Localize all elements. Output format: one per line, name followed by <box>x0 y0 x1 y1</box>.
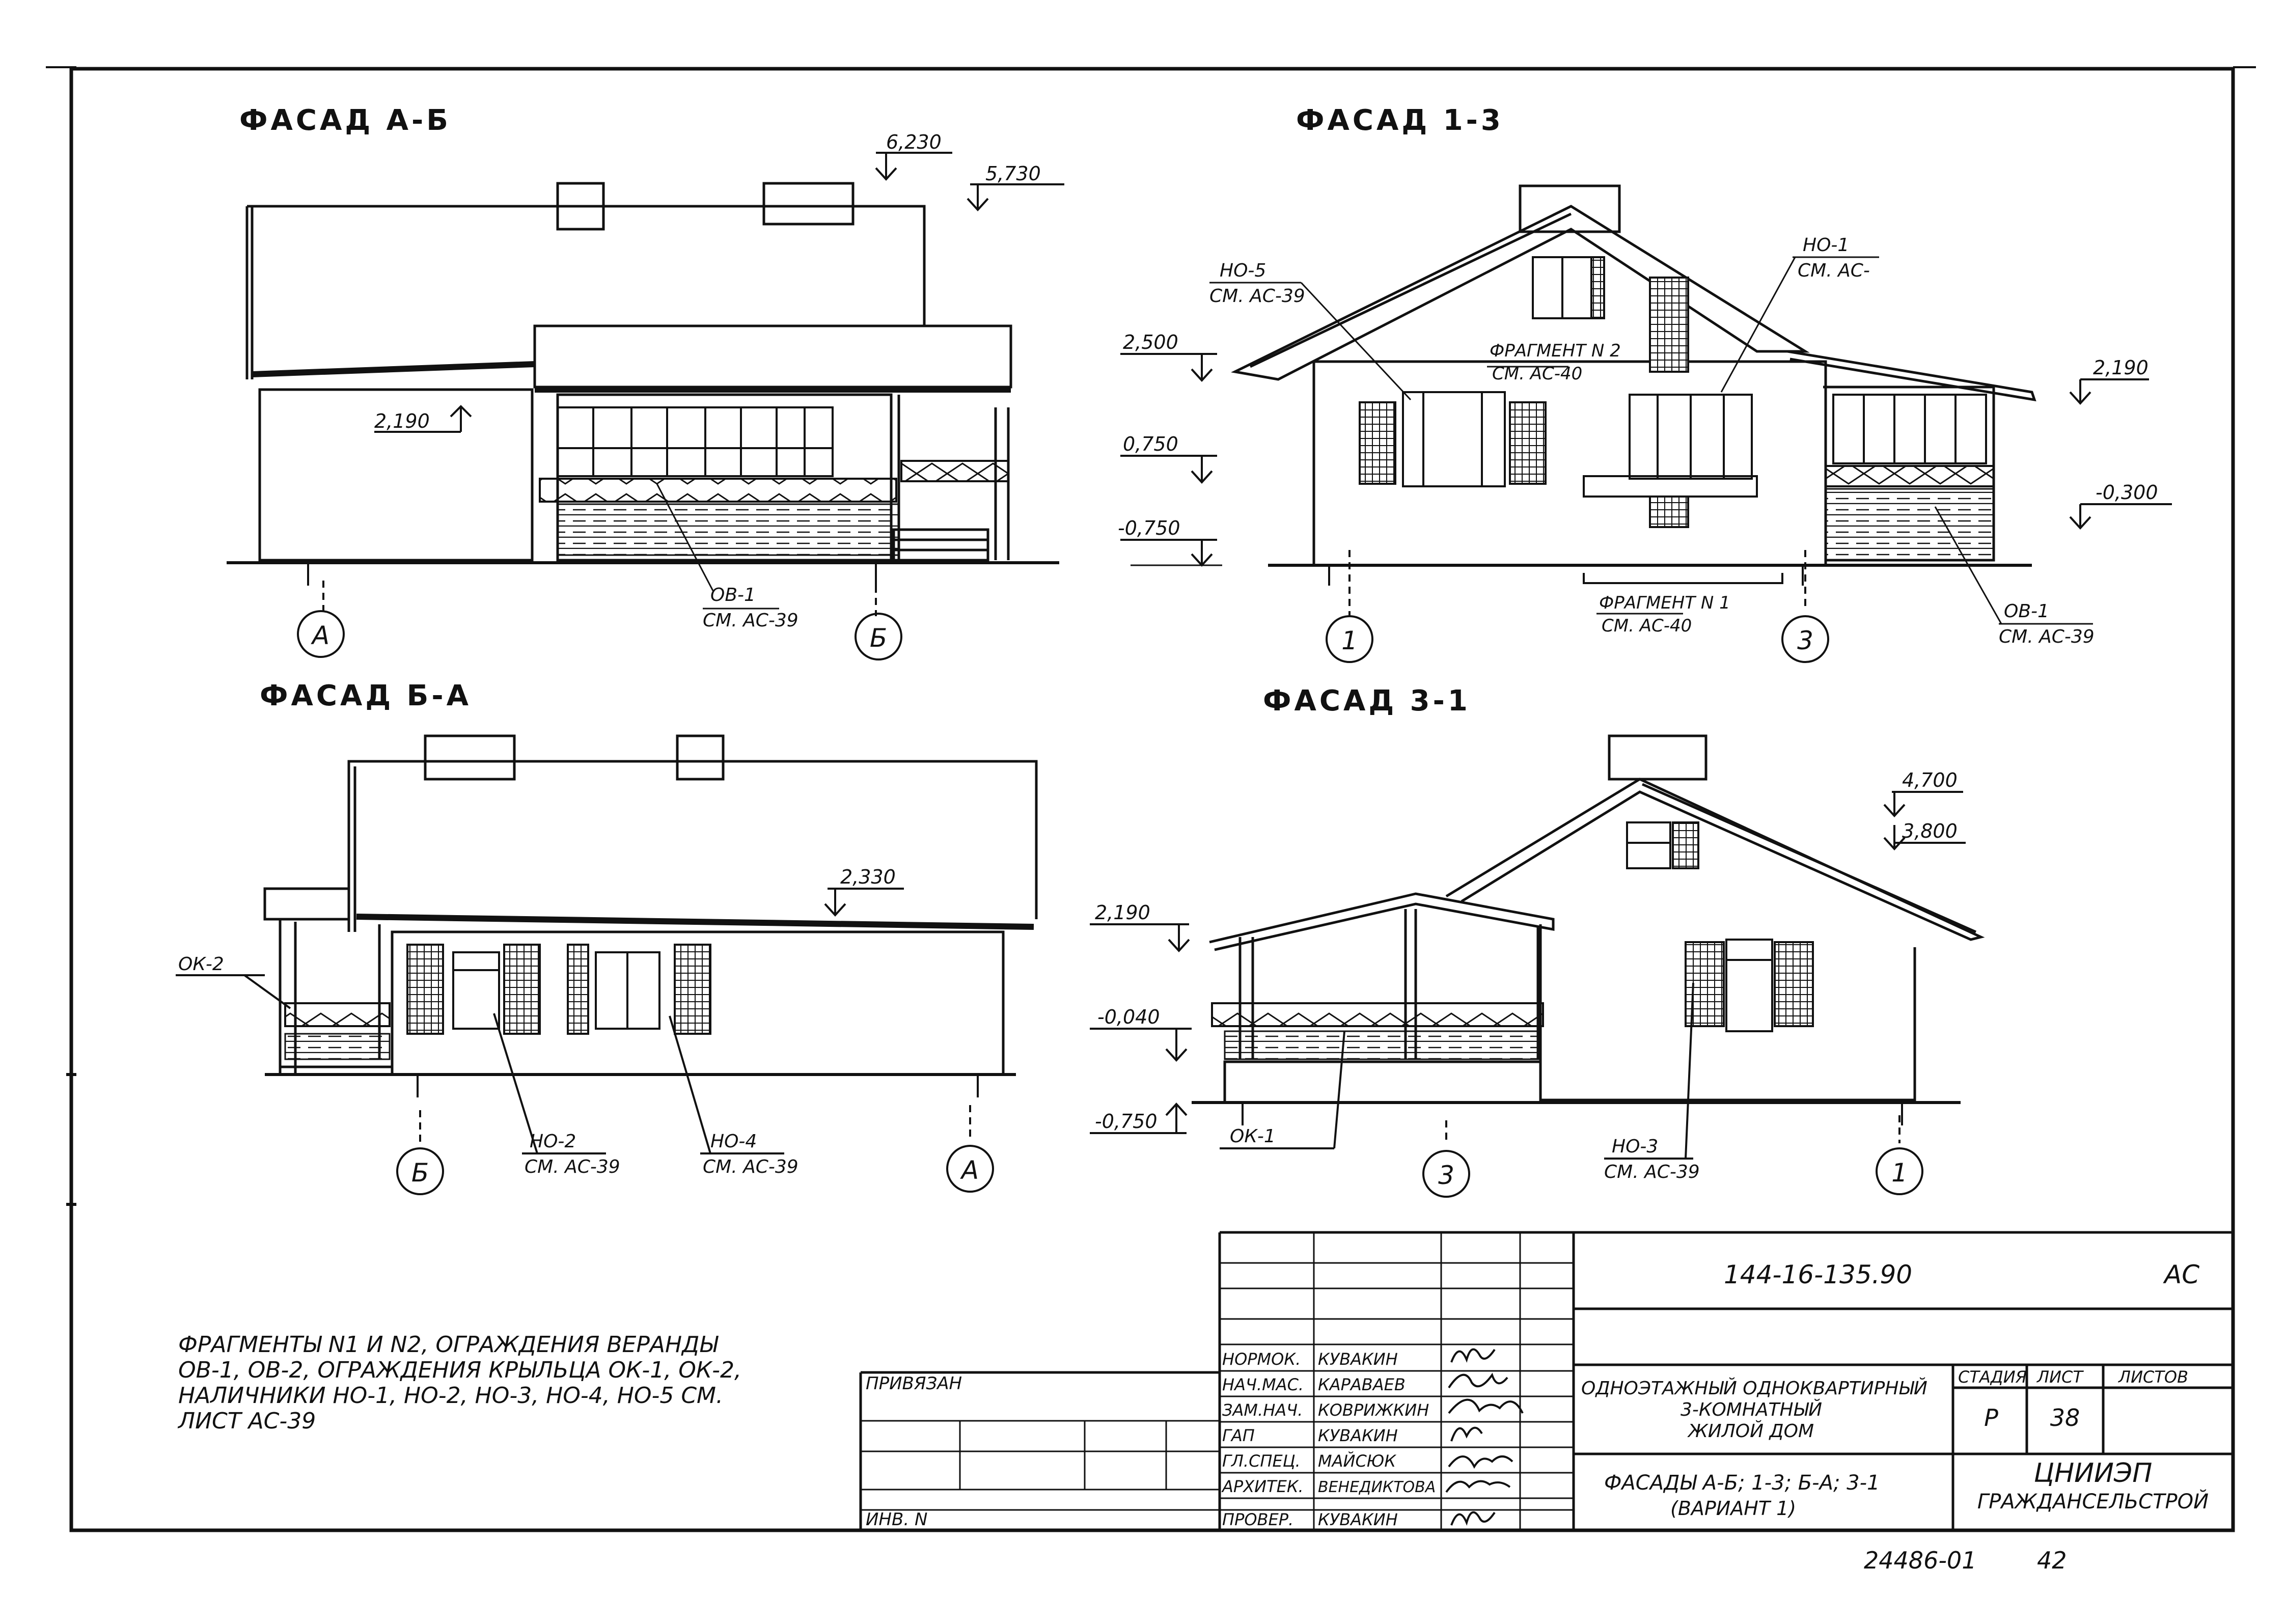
stage-header: СТАДИЯ <box>1958 1367 2027 1387</box>
callout-label: СМ. АС- <box>1798 260 1870 281</box>
level-mark: 2,500 <box>1123 331 1178 353</box>
footer: 24486-01 42 <box>1864 1547 2067 1574</box>
level-mark: -0,300 <box>2096 481 2158 504</box>
page-number: 42 <box>2037 1547 2067 1574</box>
axis-label: Б <box>411 1158 429 1188</box>
surname: КУВАКИН <box>1318 1350 1398 1369</box>
axis-label: 3 <box>1438 1161 1454 1190</box>
project-line: ЖИЛОЙ ДОМ <box>1687 1420 1814 1442</box>
note-line: ОВ-1, ОВ-2, ОГРАЖДЕНИЯ КРЫЛЬЦА ОК-1, ОК-… <box>178 1357 741 1383</box>
sheet-value: 38 <box>2050 1404 2080 1432</box>
drawing-mark: АС <box>2163 1260 2199 1289</box>
project-line: 3-КОМНАТНЫЙ <box>1681 1399 1822 1420</box>
facade-3-1: ФАСАД 3-1 <box>1090 684 1985 1198</box>
sheet-title: ФАСАДЫ А-Б; 1-3; Б-А; 3-1 <box>1604 1471 1880 1495</box>
callout-label: НО-3 <box>1612 1136 1658 1157</box>
callout-label: ОВ-1 <box>2004 601 2049 622</box>
level-mark: 2,190 <box>1095 901 1150 924</box>
view-title: ФАСАД 1-3 <box>1296 104 1504 137</box>
view-title: ФАСАД А-Б <box>239 104 451 137</box>
level-mark: 2,190 <box>2093 356 2149 379</box>
level-mark: 3,800 <box>1902 820 1958 842</box>
sheets-header: ЛИСТОВ <box>2118 1367 2188 1387</box>
level-mark: 4,700 <box>1902 769 1958 791</box>
handwritten-signatures <box>1445 1348 1524 1526</box>
sheet-header: ЛИСТ <box>2036 1367 2084 1387</box>
level-mark: 5,730 <box>985 162 1041 185</box>
facade-b-a: ФАСАД Б-А <box>176 679 1038 1195</box>
callout-label: ФРАГМЕНТ N 2 <box>1490 341 1621 361</box>
inventory-number-label: ИНВ. N <box>866 1509 927 1530</box>
surname: КАРАВАЕВ <box>1318 1375 1406 1394</box>
role: АРХИТЕК. <box>1221 1477 1304 1496</box>
callout-label: СМ. АС-39 <box>1999 626 2095 647</box>
callout-label: СМ. АС-39 <box>1209 286 1305 307</box>
axis-label: 3 <box>1797 626 1813 655</box>
callout-label: СМ. АС-39 <box>525 1157 620 1177</box>
note-line: ЛИСТ АС-39 <box>177 1408 316 1434</box>
level-mark: 2,330 <box>840 866 896 888</box>
callout-label: СМ. АС-40 <box>1602 616 1692 636</box>
surname: ВЕНЕДИКТОВА <box>1318 1478 1436 1496</box>
title-block: ПРИВЯЗАН ИНВ. N НОРМОК. НАЧ.МАС. ЗАМ.НАЧ… <box>859 1231 2233 1530</box>
drawing-code: 144-16-135.90 <box>1724 1260 1912 1289</box>
general-note: ФРАГМЕНТЫ N1 И N2, ОГРАЖДЕНИЯ ВЕРАНДЫ ОВ… <box>177 1332 741 1434</box>
surname: КОВРИЖКИН <box>1318 1400 1429 1420</box>
callout-label: ФРАГМЕНТ N 1 <box>1599 593 1730 613</box>
callout-label: СМ. АС-39 <box>1604 1162 1700 1182</box>
axis-label: 1 <box>1341 626 1358 655</box>
surname: КУВАКИН <box>1318 1426 1398 1445</box>
view-title: ФАСАД Б-А <box>260 679 472 712</box>
signatures-names: КУВАКИН КАРАВАЕВ КОВРИЖКИН КУВАКИН МАЙСЮ… <box>1318 1350 1436 1529</box>
level-mark: -0,040 <box>1097 1006 1160 1028</box>
role: НАЧ.МАС. <box>1222 1375 1304 1394</box>
callout-label: НО-1 <box>1803 235 1849 256</box>
organization-name: ГРАЖДАНСЕЛЬСТРОЙ <box>1977 1489 2209 1513</box>
callout-label: СМ. АС-39 <box>703 1157 798 1177</box>
role: ГЛ.СПЕЦ. <box>1222 1451 1301 1471</box>
role: ПРОВЕР. <box>1222 1510 1293 1529</box>
axis-label: А <box>311 621 329 650</box>
stage-value: Р <box>1984 1404 1998 1432</box>
level-mark: -0,750 <box>1118 517 1180 539</box>
level-mark: 2,190 <box>374 410 430 432</box>
callout-label: ОВ-1 <box>710 585 756 605</box>
callout-label: НО-5 <box>1220 260 1266 281</box>
level-mark: 6,230 <box>886 131 942 153</box>
callout-label: ОК-2 <box>178 954 224 975</box>
facade-1-3: ФАСАД 1-3 <box>1118 104 2172 663</box>
callout-label: НО-2 <box>530 1131 576 1152</box>
level-mark: 0,750 <box>1123 433 1178 455</box>
organization-name: ЦНИИЭП <box>2034 1458 2153 1489</box>
callout-label: СМ. АС-40 <box>1492 364 1582 384</box>
axis-label: Б <box>870 623 887 653</box>
surname: МАЙСЮК <box>1318 1451 1396 1471</box>
sheet-title-variant: (ВАРИАНТ 1) <box>1670 1497 1796 1520</box>
note-line: ФРАГМЕНТЫ N1 И N2, ОГРАЖДЕНИЯ ВЕРАНДЫ <box>178 1332 719 1358</box>
facade-a-b: ФАСАД А-Б <box>227 104 1064 660</box>
callout-label: НО-4 <box>710 1131 757 1152</box>
project-line: ОДНОЭТАЖНЫЙ ОДНОКВАРТИРНЫЙ <box>1581 1378 1927 1399</box>
axis-label: 1 <box>1891 1158 1908 1188</box>
view-title: ФАСАД 3-1 <box>1263 684 1471 718</box>
signatures-roles: НОРМОК. НАЧ.МАС. ЗАМ.НАЧ. ГАП ГЛ.СПЕЦ. А… <box>1221 1350 1304 1529</box>
role: ЗАМ.НАЧ. <box>1222 1400 1303 1420</box>
level-mark: -0,750 <box>1095 1110 1158 1133</box>
surname: КУВАКИН <box>1318 1510 1398 1529</box>
callout-label: ОК-1 <box>1230 1126 1276 1147</box>
archive-number: 24486-01 <box>1864 1547 1976 1574</box>
axis-label: А <box>960 1155 979 1185</box>
role: НОРМОК. <box>1222 1350 1301 1369</box>
sheet-frame <box>46 66 2256 1532</box>
role: ГАП <box>1222 1426 1255 1445</box>
callout-label: СМ. АС-39 <box>703 610 798 631</box>
note-line: НАЛИЧНИКИ НО-1, НО-2, НО-3, НО-4, НО-5 С… <box>178 1383 723 1409</box>
privyazan-label: ПРИВЯЗАН <box>866 1373 962 1394</box>
